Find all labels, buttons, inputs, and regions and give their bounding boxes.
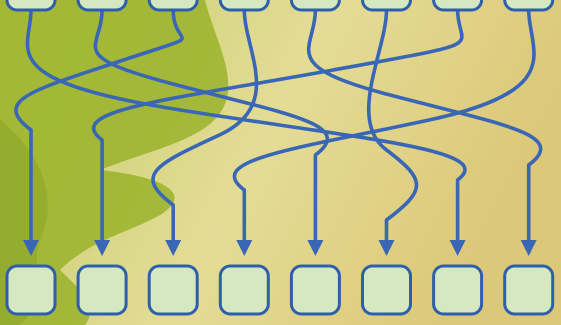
connection-wire [366, 8, 419, 246]
bottom-node-row [5, 264, 555, 316]
top-node-box [5, 0, 57, 12]
top-node-box [361, 0, 412, 12]
bottom-node-box [147, 264, 199, 316]
bottom-node-box [218, 264, 270, 316]
connection-wire [14, 8, 184, 246]
connection-wire [151, 8, 259, 246]
top-node-box [289, 0, 341, 12]
arrowhead-icon [94, 240, 111, 256]
bottom-node-box [361, 264, 412, 316]
bottom-node-box [5, 264, 57, 316]
wires [14, 8, 543, 256]
bottom-node-box [76, 264, 128, 316]
connection-wire [232, 8, 536, 246]
top-node-box [76, 0, 128, 12]
top-node-box [218, 0, 270, 12]
bottom-node-box [503, 264, 555, 316]
connection-wire [25, 8, 467, 246]
arrowhead-icon [449, 240, 466, 256]
top-node-box [147, 0, 199, 12]
bottom-node-box [432, 264, 484, 316]
connection-wire [93, 8, 330, 246]
connection-wire [91, 8, 464, 246]
top-node-box [432, 0, 484, 12]
arrowhead-icon [165, 240, 182, 256]
arrowhead-icon [520, 240, 537, 256]
top-node-box [503, 0, 555, 12]
connection-wire [306, 8, 543, 246]
arrowhead-icon [236, 240, 253, 256]
arrowhead-icon [378, 240, 395, 256]
top-node-row [5, 0, 555, 12]
arrowhead-icon [307, 240, 324, 256]
arrowhead-icon [23, 240, 39, 256]
bottom-node-box [289, 264, 341, 316]
